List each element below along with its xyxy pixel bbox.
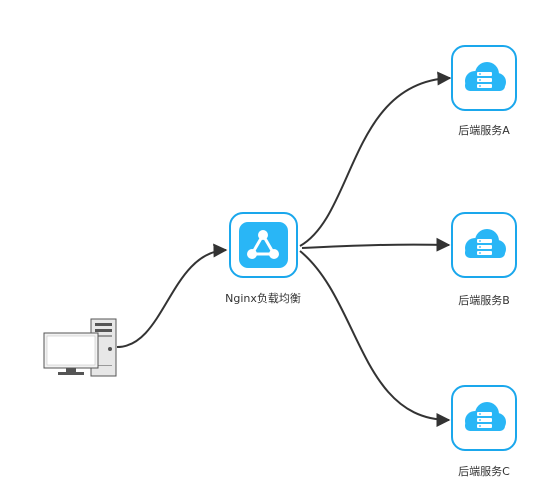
backend-c-label: 后端服务C	[458, 465, 510, 478]
share-network-icon	[239, 222, 288, 268]
edge-nginx-to-backend-a	[299, 71, 452, 247]
edge-client-to-nginx	[116, 243, 228, 348]
nginx-node[interactable]	[229, 212, 298, 278]
cloud-server-icon	[460, 222, 508, 268]
backend-c-node[interactable]	[451, 385, 517, 451]
nginx-label: Nginx负载均衡	[225, 292, 301, 305]
backend-a-label: 后端服务A	[458, 124, 510, 137]
cloud-server-icon	[460, 55, 508, 101]
edge-nginx-to-backend-b	[301, 237, 451, 252]
edge-nginx-to-backend-c	[299, 250, 451, 427]
backend-b-node[interactable]	[451, 212, 517, 278]
backend-a-node[interactable]	[451, 45, 517, 111]
desktop-computer-icon	[43, 318, 117, 377]
backend-b-label: 后端服务B	[458, 294, 510, 307]
cloud-server-icon	[460, 395, 508, 441]
client-node[interactable]	[43, 318, 117, 377]
